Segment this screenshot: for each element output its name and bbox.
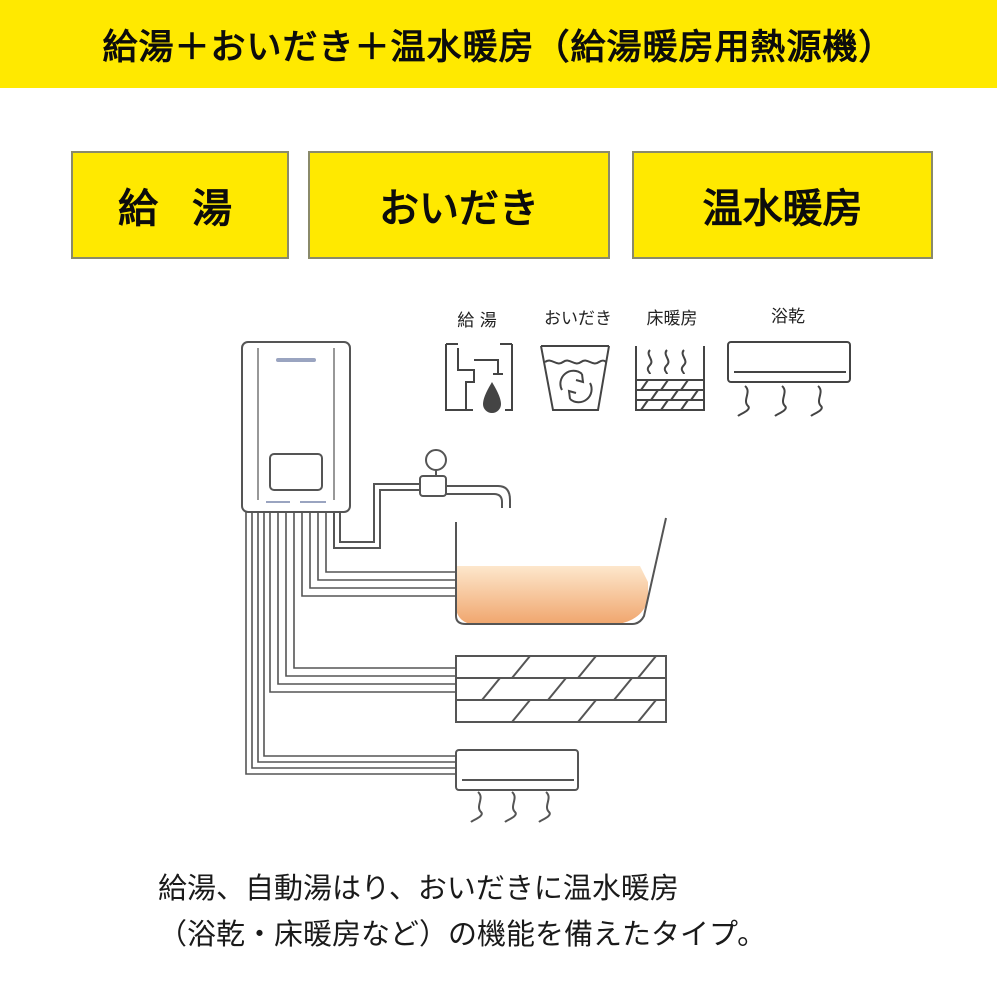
icon-label-reheat: おいだき xyxy=(544,309,612,329)
description-line-1: 給湯、自動湯はり、おいだきに温水暖房 xyxy=(158,871,679,905)
description: 給湯、自動湯はり、おいだきに温水暖房 （浴乾・床暖房など）の機能を備えたタイプ。 xyxy=(158,865,958,957)
bathtub xyxy=(455,517,667,625)
faucet-drop-icon xyxy=(445,343,513,413)
water-heater-unit xyxy=(241,341,351,513)
floor-heating-panel xyxy=(455,655,667,723)
bathroom-dryer-icon xyxy=(727,341,851,417)
icon-label-bathroom-dryer: 浴乾 xyxy=(771,307,805,327)
description-line-2: （浴乾・床暖房など）の機能を備えたタイプ。 xyxy=(158,917,767,951)
page-title: 給湯＋おいだき＋温水暖房（給湯暖房用熱源機） xyxy=(0,0,997,88)
pipes-to-bathtub xyxy=(301,512,456,597)
icon-label-hot-water: 給 湯 xyxy=(457,311,496,331)
page-title-text: 給湯＋おいだき＋温水暖房（給湯暖房用熱源機） xyxy=(102,27,895,68)
bath-reheat-icon xyxy=(540,345,610,411)
feature-label-reheat: おいだき xyxy=(379,186,539,232)
feature-label-heating: 温水暖房 xyxy=(702,186,863,232)
feature-box-hot-water: 給 湯 xyxy=(71,151,289,259)
floor-heating-icon xyxy=(635,346,705,411)
icon-label-floor-heating: 床暖房 xyxy=(647,309,698,329)
feature-label-hot-water: 給 湯 xyxy=(118,186,242,232)
pipes-to-bathroom-dryer xyxy=(245,512,456,775)
feature-box-heating: 温水暖房 xyxy=(632,151,933,259)
system-diagram: 給 湯 おいだき 床暖房 浴乾 xyxy=(241,307,851,823)
faucet-pipe xyxy=(333,449,511,549)
bathroom-dryer-unit xyxy=(455,749,579,823)
feature-box-reheat: おいだき xyxy=(308,151,610,259)
pipes-to-floor-heating xyxy=(269,512,456,693)
